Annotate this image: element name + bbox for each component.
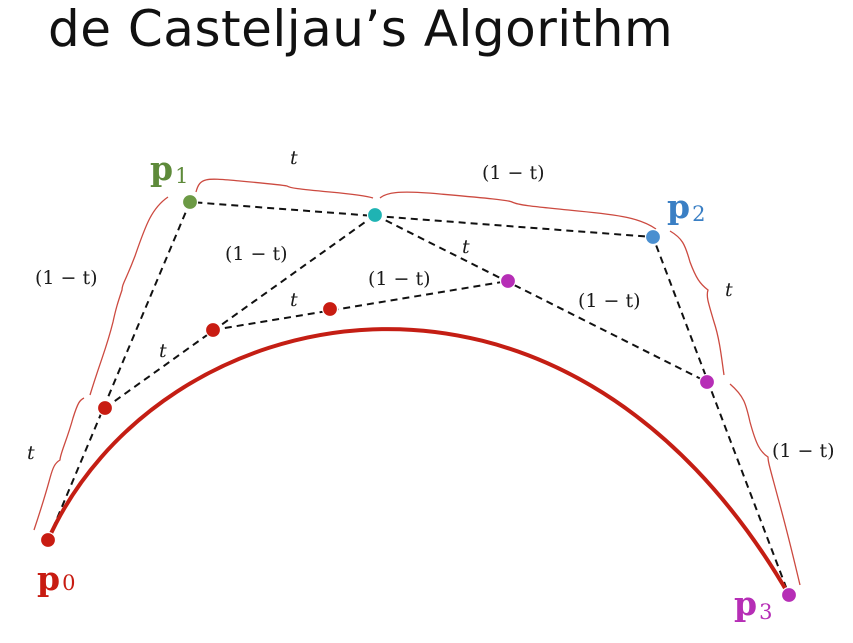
label-l3-t: t bbox=[290, 289, 298, 311]
construction-lines bbox=[47, 200, 790, 596]
level1-line-b bbox=[374, 214, 708, 383]
label-p0-sub: 0 bbox=[62, 571, 75, 595]
point-curve bbox=[321, 300, 339, 318]
point-p3 bbox=[780, 586, 798, 604]
point-r1 bbox=[499, 272, 517, 290]
label-l1-1mt: (1 − t) bbox=[225, 243, 288, 265]
label-l2-t: t bbox=[462, 236, 470, 258]
brace-p1p2-left bbox=[195, 178, 374, 199]
point-group bbox=[39, 193, 798, 604]
point-p1 bbox=[181, 193, 199, 211]
point-r0 bbox=[204, 321, 222, 339]
label-p1p2-t: t bbox=[290, 147, 298, 169]
brace-p1p2-right bbox=[379, 191, 657, 230]
bezier-curve bbox=[46, 327, 791, 597]
level1-line-a bbox=[104, 214, 376, 409]
label-p3-sub: 3 bbox=[759, 600, 772, 624]
slide-title: de Casteljau’s Algorithm bbox=[48, 0, 674, 58]
label-p0: p0 bbox=[37, 559, 75, 598]
brace-p0p1-lower bbox=[33, 397, 85, 531]
label-p0-letter: p bbox=[37, 559, 60, 598]
brace-p0p1-upper bbox=[89, 196, 169, 396]
label-p0p1-1mt: (1 − t) bbox=[35, 267, 98, 289]
label-p2p3-1mt: (1 − t) bbox=[772, 440, 835, 462]
point-p2 bbox=[644, 228, 662, 246]
segment-labels: t (1 − t) t (1 − t) t (1 − t) t (1 − t) … bbox=[27, 147, 835, 464]
brace-p2p3-lower bbox=[729, 383, 801, 586]
label-p1p2-1mt: (1 − t) bbox=[482, 162, 545, 184]
brace-group bbox=[33, 178, 801, 586]
brace-p2p3-upper bbox=[669, 230, 725, 376]
point-q2 bbox=[698, 373, 716, 391]
level2-line bbox=[212, 280, 509, 331]
label-p3: p3 bbox=[734, 584, 772, 624]
label-p0p1-t: t bbox=[27, 442, 35, 464]
point-q1 bbox=[366, 206, 384, 224]
label-p2p3-t: t bbox=[725, 279, 733, 301]
point-p0 bbox=[39, 531, 57, 549]
label-p1: p1 bbox=[150, 149, 188, 188]
label-p1-letter: p bbox=[150, 149, 173, 188]
label-l2-1mt: (1 − t) bbox=[578, 290, 641, 312]
label-p3-letter: p bbox=[734, 584, 757, 623]
label-l1-t: t bbox=[159, 340, 167, 362]
label-p2: p2 bbox=[667, 187, 705, 226]
point-q0 bbox=[96, 399, 114, 417]
control-polygon bbox=[47, 200, 790, 596]
label-l3-1mt: (1 − t) bbox=[368, 268, 431, 290]
control-point-names: p0 p1 p2 p3 bbox=[37, 149, 772, 624]
label-p2-sub: 2 bbox=[692, 202, 705, 226]
label-p1-sub: 1 bbox=[175, 164, 188, 188]
label-p2-letter: p bbox=[667, 187, 690, 226]
